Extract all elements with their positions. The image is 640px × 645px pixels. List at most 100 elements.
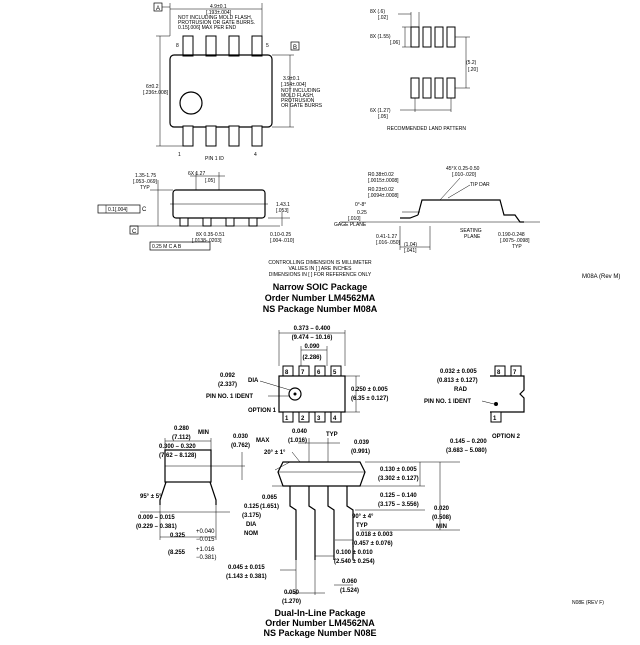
dip-dim-100: 0.100 ± 0.010 [336, 550, 373, 556]
dip-pin: 5 [333, 370, 337, 376]
dip-pin: 7 [301, 370, 305, 376]
position-tol-frame: 0.25 M C A B [152, 244, 182, 250]
pin-label: 8 [176, 43, 179, 49]
soic-rev: M08A (Rev M) [582, 274, 620, 280]
detail-lead: 0.41-1.27 [376, 234, 397, 240]
pin-label: 4 [254, 152, 257, 158]
pin-label: 5 [266, 43, 269, 49]
note-line: PROTRUSION [281, 98, 315, 104]
dip-option2-view: 8 7 1 0.032 ± 0.005 (0.813 ± 0.127) RAD … [424, 365, 525, 440]
soic-body [169, 54, 273, 128]
dip-dim-020: 0.020 [434, 506, 450, 512]
dip-dim-009: 0.009 – 0.015 [138, 515, 175, 521]
dip-pin: 8 [497, 370, 501, 376]
detail-lead-in: [.016-.050] [376, 240, 401, 246]
soic-length-dim: 4.9±0.1 [210, 4, 227, 10]
dip-bottom-pins [282, 411, 342, 423]
dip-title: Dual-In-Line Package [274, 608, 365, 618]
dip-dim-090: 0.090 [304, 344, 320, 350]
dip-dim-045-mm: (1.143 ± 0.381) [226, 574, 267, 580]
dip-notes: N08E (REV F) Dual-In-Line Package Order … [263, 600, 604, 638]
soic-body-dim: 3.9±0.1 [283, 76, 300, 82]
dip-dim-032: 0.032 ± 0.005 [440, 369, 477, 375]
detail-gage: 0.25 [357, 210, 367, 216]
land-dim-155: 8X (1.55) [370, 34, 391, 40]
detail-r1-in: [.0015±.0008] [368, 178, 399, 184]
dip-dim-280-mm: (7.112) [172, 435, 191, 441]
datum-a: A [156, 6, 160, 12]
land-dim-06-in: [.02] [378, 15, 388, 21]
angle-90: 90° ± 4° [352, 514, 374, 520]
soic-ns-package: NS Package Number M08A [263, 304, 378, 314]
pin-label: 1 [178, 152, 181, 158]
soic-top-pins [182, 35, 263, 57]
dip-rev: N08E (REV F) [572, 600, 604, 606]
pin1-ident-label: PIN NO. 1 IDENT [206, 394, 253, 400]
pin1-id-label: PIN 1 ID [205, 156, 224, 162]
dip-dim-032-mm: (0.813 ± 0.127) [437, 378, 478, 384]
dip-dim-040: 0.040 [292, 429, 308, 435]
soic-land-pattern: 8X (.6) [.02] 8X (1.55) [.06] (5.2) [.20… [370, 9, 478, 132]
side-dim-113-in: [.053] [276, 208, 289, 214]
side-dim-8x-in: [.0138-.0203] [192, 238, 222, 244]
dip-dim-018: 0.018 ± 0.003 [356, 532, 393, 538]
dip-dim-125b-mm: (3.175 – 3.556) [378, 502, 419, 508]
detail-chamfer-in: [.010-.020] [452, 172, 477, 178]
option2-label: OPTION 2 [492, 434, 521, 440]
soic-detail-view: R0.38±0.02 [.0015±.0008] R0.23±0.02 [.00… [334, 166, 540, 254]
detail-r2: R0.23±0.02 [368, 187, 394, 193]
datum-c: C [132, 229, 137, 235]
land-dim-127: 6X (1.27) [370, 108, 391, 114]
dip-dim-039: 0.039 [354, 440, 370, 446]
soic-top-view: A 4.9±0.1 [.193±.004] NOT INCLUDING MOLD… [143, 2, 323, 162]
angle-95: 95° ± 5° [140, 494, 162, 500]
dip-pin: 8 [285, 370, 289, 376]
soic-side-view: 1.35-1.75 [.053-.069] TYP 6X 1.27 [.05] … [97, 171, 295, 251]
dip-dim-300-mm: (7.62 – 8.128) [159, 453, 196, 459]
soic-body-dim-in: [.154±.004] [281, 82, 307, 88]
dip-ns-package: NS Package Number N08E [263, 628, 376, 638]
dip-pin: 1 [493, 416, 497, 422]
detail-foot-in: [.041] [404, 248, 417, 254]
side-dim-113: 1.43.1 [276, 202, 290, 208]
note-line: OR GATE BURRS [281, 103, 323, 109]
land-dim-06: 8X (.6) [370, 9, 385, 15]
dip-pin1-dimple [288, 387, 302, 401]
dip-dim-009-mm: (0.229 – 0.381) [136, 524, 177, 530]
land-pads-bottom [410, 77, 456, 99]
note-line: NOT INCLUDING [281, 88, 320, 94]
dip-dim-145-mm: (3.683 – 5.080) [446, 448, 487, 454]
dip-dim-060: 0.060 [342, 579, 358, 585]
dip-dim-045: 0.045 ± 0.015 [228, 565, 265, 571]
dip-dim-090-mm: (2.286) [302, 355, 321, 361]
dip-side-view: 20° ± 1° 0.040 (1.016) TYP 0.039 (0.991)… [226, 429, 487, 605]
detail-gage-in: [.010] [348, 216, 361, 222]
dip-dim-030: 0.030 [233, 434, 249, 440]
detail-angle: 0°-8° [355, 202, 366, 208]
dip-dim-325-tol-a: +0.040 [196, 529, 215, 535]
dip-order-number: Order Number LM4562NA [265, 618, 375, 628]
dip-dim-125b: 0.125 – 0.140 [380, 493, 417, 499]
land-pads-top [410, 26, 456, 48]
side-dim-010-in: [.004-.010] [270, 238, 295, 244]
typ-label: TYP [356, 523, 368, 529]
dip-dim-018-mm: (0.457 ± 0.076) [352, 541, 393, 547]
dip-side-body [277, 461, 366, 487]
side-dim-135: 1.35-1.75 [135, 173, 156, 179]
land-dim-155-in: [.06] [390, 40, 400, 46]
reference-note: DIMENSIONS IN [ ] FOR REFERENCE ONLY [269, 272, 372, 278]
dip-dim-040-mm: (1.016) [288, 438, 307, 444]
typ-label: TYP [512, 244, 522, 250]
dip-pin: 7 [513, 370, 517, 376]
dip-dim-325-mm-tol-a: +1.016 [196, 547, 215, 553]
dip-dim-125-mm: (3.175) [242, 513, 261, 519]
dip-dim-092: 0.092 [220, 373, 236, 379]
rad-label: RAD [454, 387, 468, 393]
side-dim-8x: 8X 0.35-0.51 [196, 232, 225, 238]
max-label: MAX [256, 438, 269, 444]
dip-top-view: 0.373 – 0.400 (9.474 – 10.16) 0.090 (2.2… [206, 326, 388, 423]
side-dim-010: 0.10-0.25 [270, 232, 291, 238]
inches-note: VALUES IN [ ] ARE INCHES [289, 266, 353, 272]
